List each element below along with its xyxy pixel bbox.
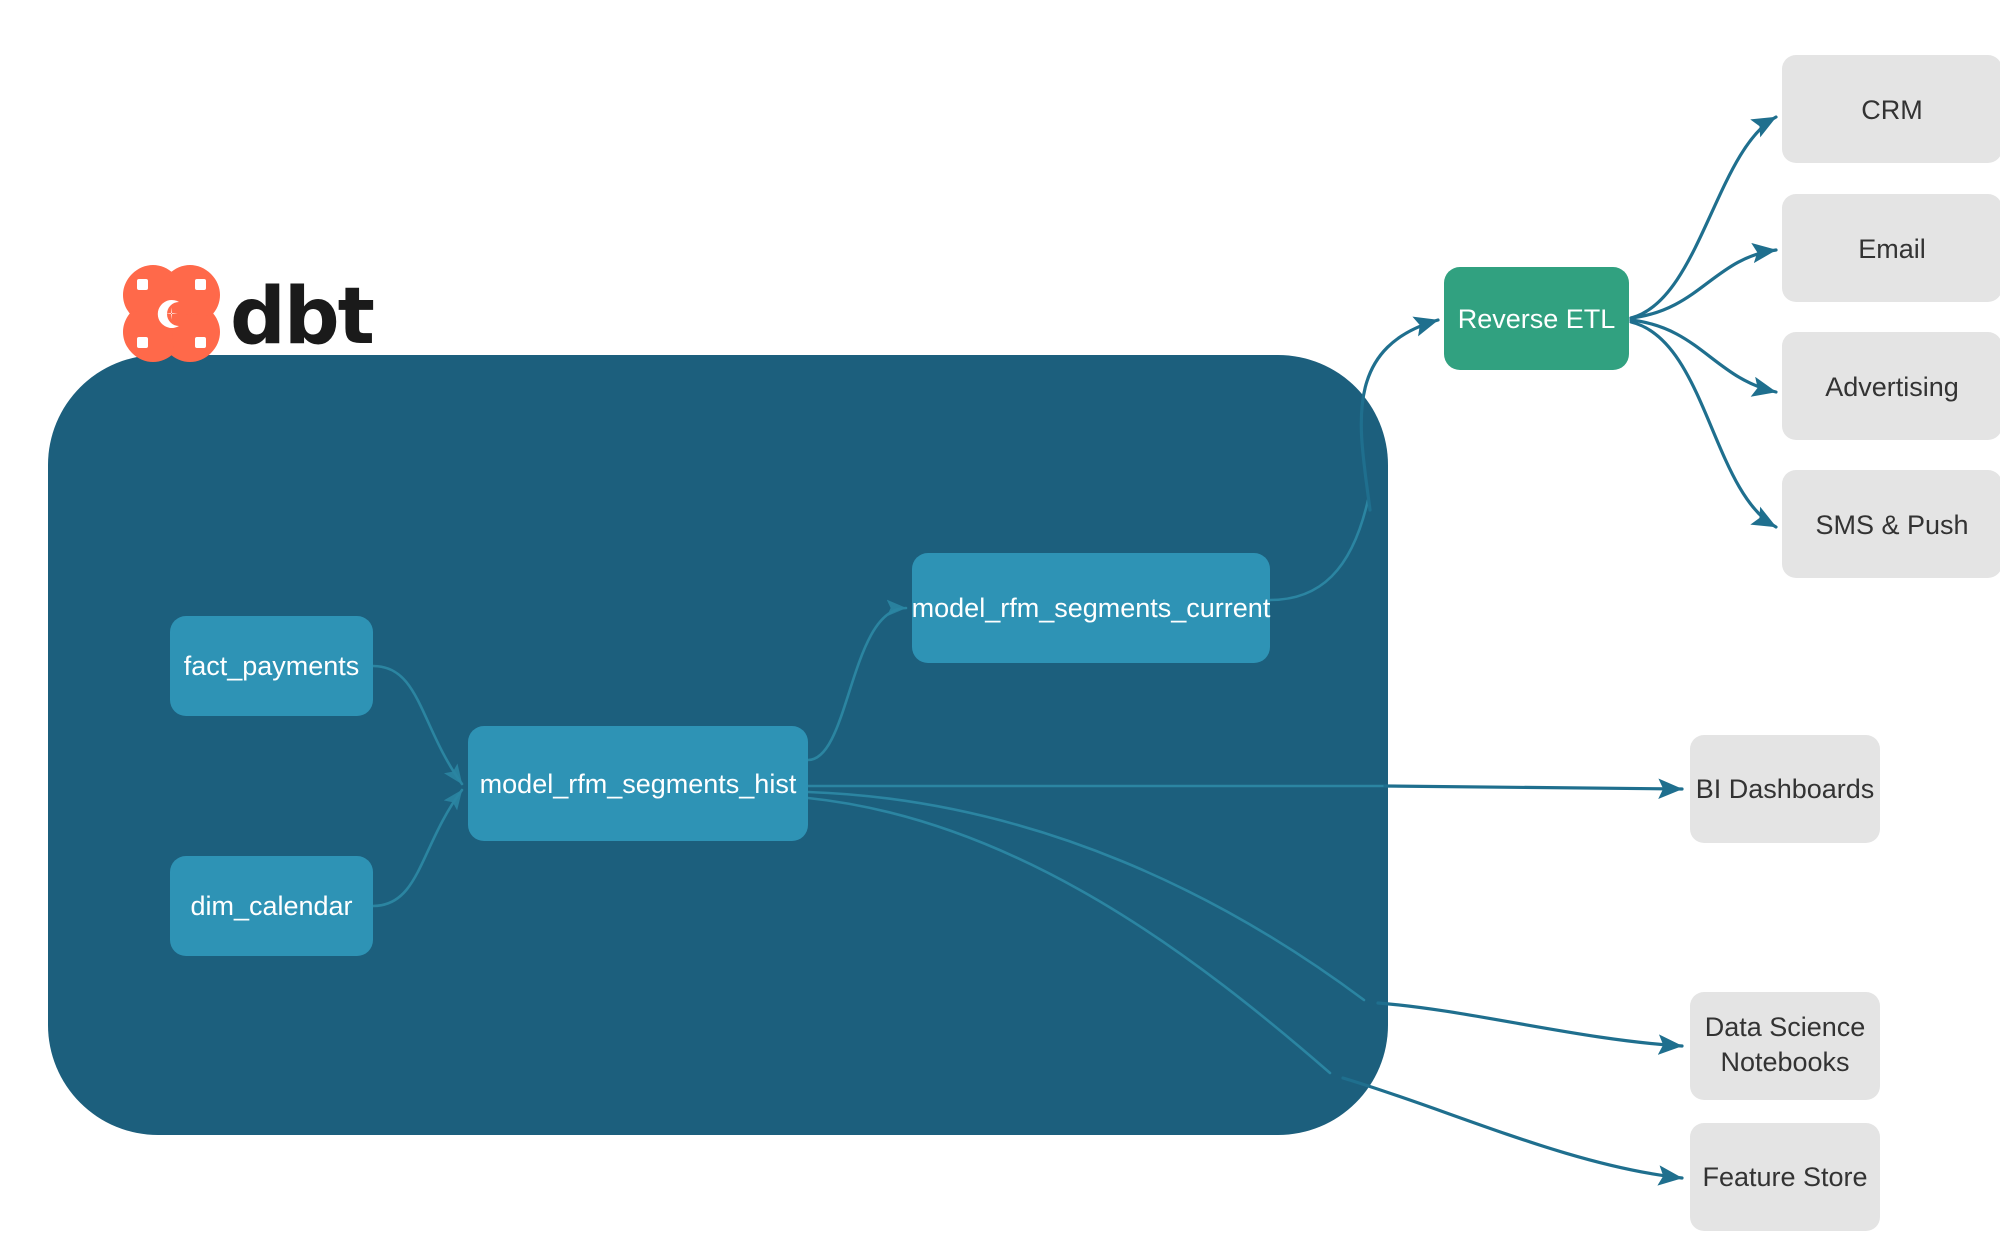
dbt-wordmark: dbt <box>230 272 374 362</box>
node-sms-push[interactable]: SMS & Push <box>1782 470 2000 578</box>
node-bi-dashboards-rect[interactable] <box>1690 735 1880 843</box>
node-model-rfm-segments-current[interactable]: model_rfm_segments_current <box>912 553 1271 663</box>
dbt-x-logo-icon <box>123 265 220 362</box>
node-reverse-etl[interactable]: Reverse ETL <box>1444 267 1629 370</box>
edge-current-to-reverse-etl <box>1359 316 1440 512</box>
activation-target-nodes: CRM Email Advertising SMS & Push <box>1782 55 2000 578</box>
dbt-logo-dot-br <box>195 337 206 348</box>
edge-hist-to-current <box>806 599 908 762</box>
node-model-rfm-segments-hist-label: model_rfm_segments_hist <box>480 769 797 799</box>
node-fact-payments[interactable]: fact_payments <box>170 616 373 716</box>
node-bi-dashboards-label: BI Dashboards <box>1696 774 1875 804</box>
dbt-logo-crescent <box>157 300 179 328</box>
dbt-logo-dot-tr <box>195 279 206 290</box>
node-fact-payments-label: fact_payments <box>184 651 360 681</box>
node-email[interactable]: Email <box>1782 194 2000 302</box>
analytics-target-nodes: BI Dashboards Data Science Notebooks Fea… <box>1690 735 1880 1231</box>
node-crm-rect[interactable] <box>1782 55 2000 163</box>
node-advertising-rect[interactable] <box>1782 332 2000 440</box>
node-data-science-notebooks-rect[interactable] <box>1690 992 1880 1100</box>
node-model-rfm-segments-hist[interactable]: model_rfm_segments_hist <box>468 726 808 841</box>
dbt-logo-dot-tl <box>137 279 148 290</box>
edge-hist-to-ds-internal <box>806 790 1366 1002</box>
node-data-science-notebooks[interactable]: Data Science Notebooks <box>1690 992 1880 1100</box>
node-dim-calendar-rect[interactable] <box>170 856 373 956</box>
node-data-science-notebooks-label-line1: Data Science <box>1705 1012 1866 1042</box>
node-sms-push-label: SMS & Push <box>1815 510 1968 540</box>
node-model-rfm-segments-current-label: model_rfm_segments_current <box>912 593 1271 623</box>
edge-dim-calendar-to-hist <box>371 788 464 908</box>
edge-reverse-etl-to-advertising <box>1629 318 1778 397</box>
edge-reverse-etl-to-sms-push <box>1629 320 1778 529</box>
node-advertising-label: Advertising <box>1825 372 1959 402</box>
node-data-science-notebooks-label-line2: Notebooks <box>1720 1047 1849 1077</box>
node-email-label: Email <box>1858 234 1926 264</box>
edge-hist-to-fs-internal <box>806 796 1332 1075</box>
node-dim-calendar-label: dim_calendar <box>190 891 352 921</box>
edge-hist-to-bi-dashboards <box>1383 778 1684 800</box>
node-bi-dashboards[interactable]: BI Dashboards <box>1690 735 1880 843</box>
dbt-model-nodes: fact_payments dim_calendar model_rfm_seg… <box>170 553 1271 956</box>
node-model-rfm-segments-current-rect[interactable] <box>912 553 1270 663</box>
node-sms-push-rect[interactable] <box>1782 470 2000 578</box>
node-model-rfm-segments-hist-rect[interactable] <box>468 726 808 841</box>
edge-hist-to-feature-store <box>1341 1076 1684 1186</box>
node-feature-store[interactable]: Feature Store <box>1690 1123 1880 1231</box>
node-feature-store-rect[interactable] <box>1690 1123 1880 1231</box>
edge-reverse-etl-to-email <box>1629 242 1778 320</box>
node-reverse-etl-label: Reverse ETL <box>1458 304 1616 334</box>
node-dim-calendar[interactable]: dim_calendar <box>170 856 373 956</box>
node-crm-label: CRM <box>1861 95 1923 125</box>
node-crm[interactable]: CRM <box>1782 55 2000 163</box>
edge-reverse-etl-to-crm <box>1629 115 1778 320</box>
node-feature-store-label: Feature Store <box>1702 1162 1867 1192</box>
external-edges <box>1341 115 1778 1186</box>
node-fact-payments-rect[interactable] <box>170 616 373 716</box>
edge-current-to-etl-internal <box>1268 498 1370 602</box>
dbt-logo-dot-bl <box>137 337 148 348</box>
node-advertising[interactable]: Advertising <box>1782 332 2000 440</box>
edge-fact-payments-to-hist <box>371 664 464 786</box>
node-email-rect[interactable] <box>1782 194 2000 302</box>
edge-hist-to-data-science-notebooks <box>1376 1001 1684 1055</box>
node-reverse-etl-rect[interactable] <box>1444 267 1629 370</box>
dbt-logo: dbt <box>123 265 376 362</box>
internal-edges <box>371 498 1390 1075</box>
